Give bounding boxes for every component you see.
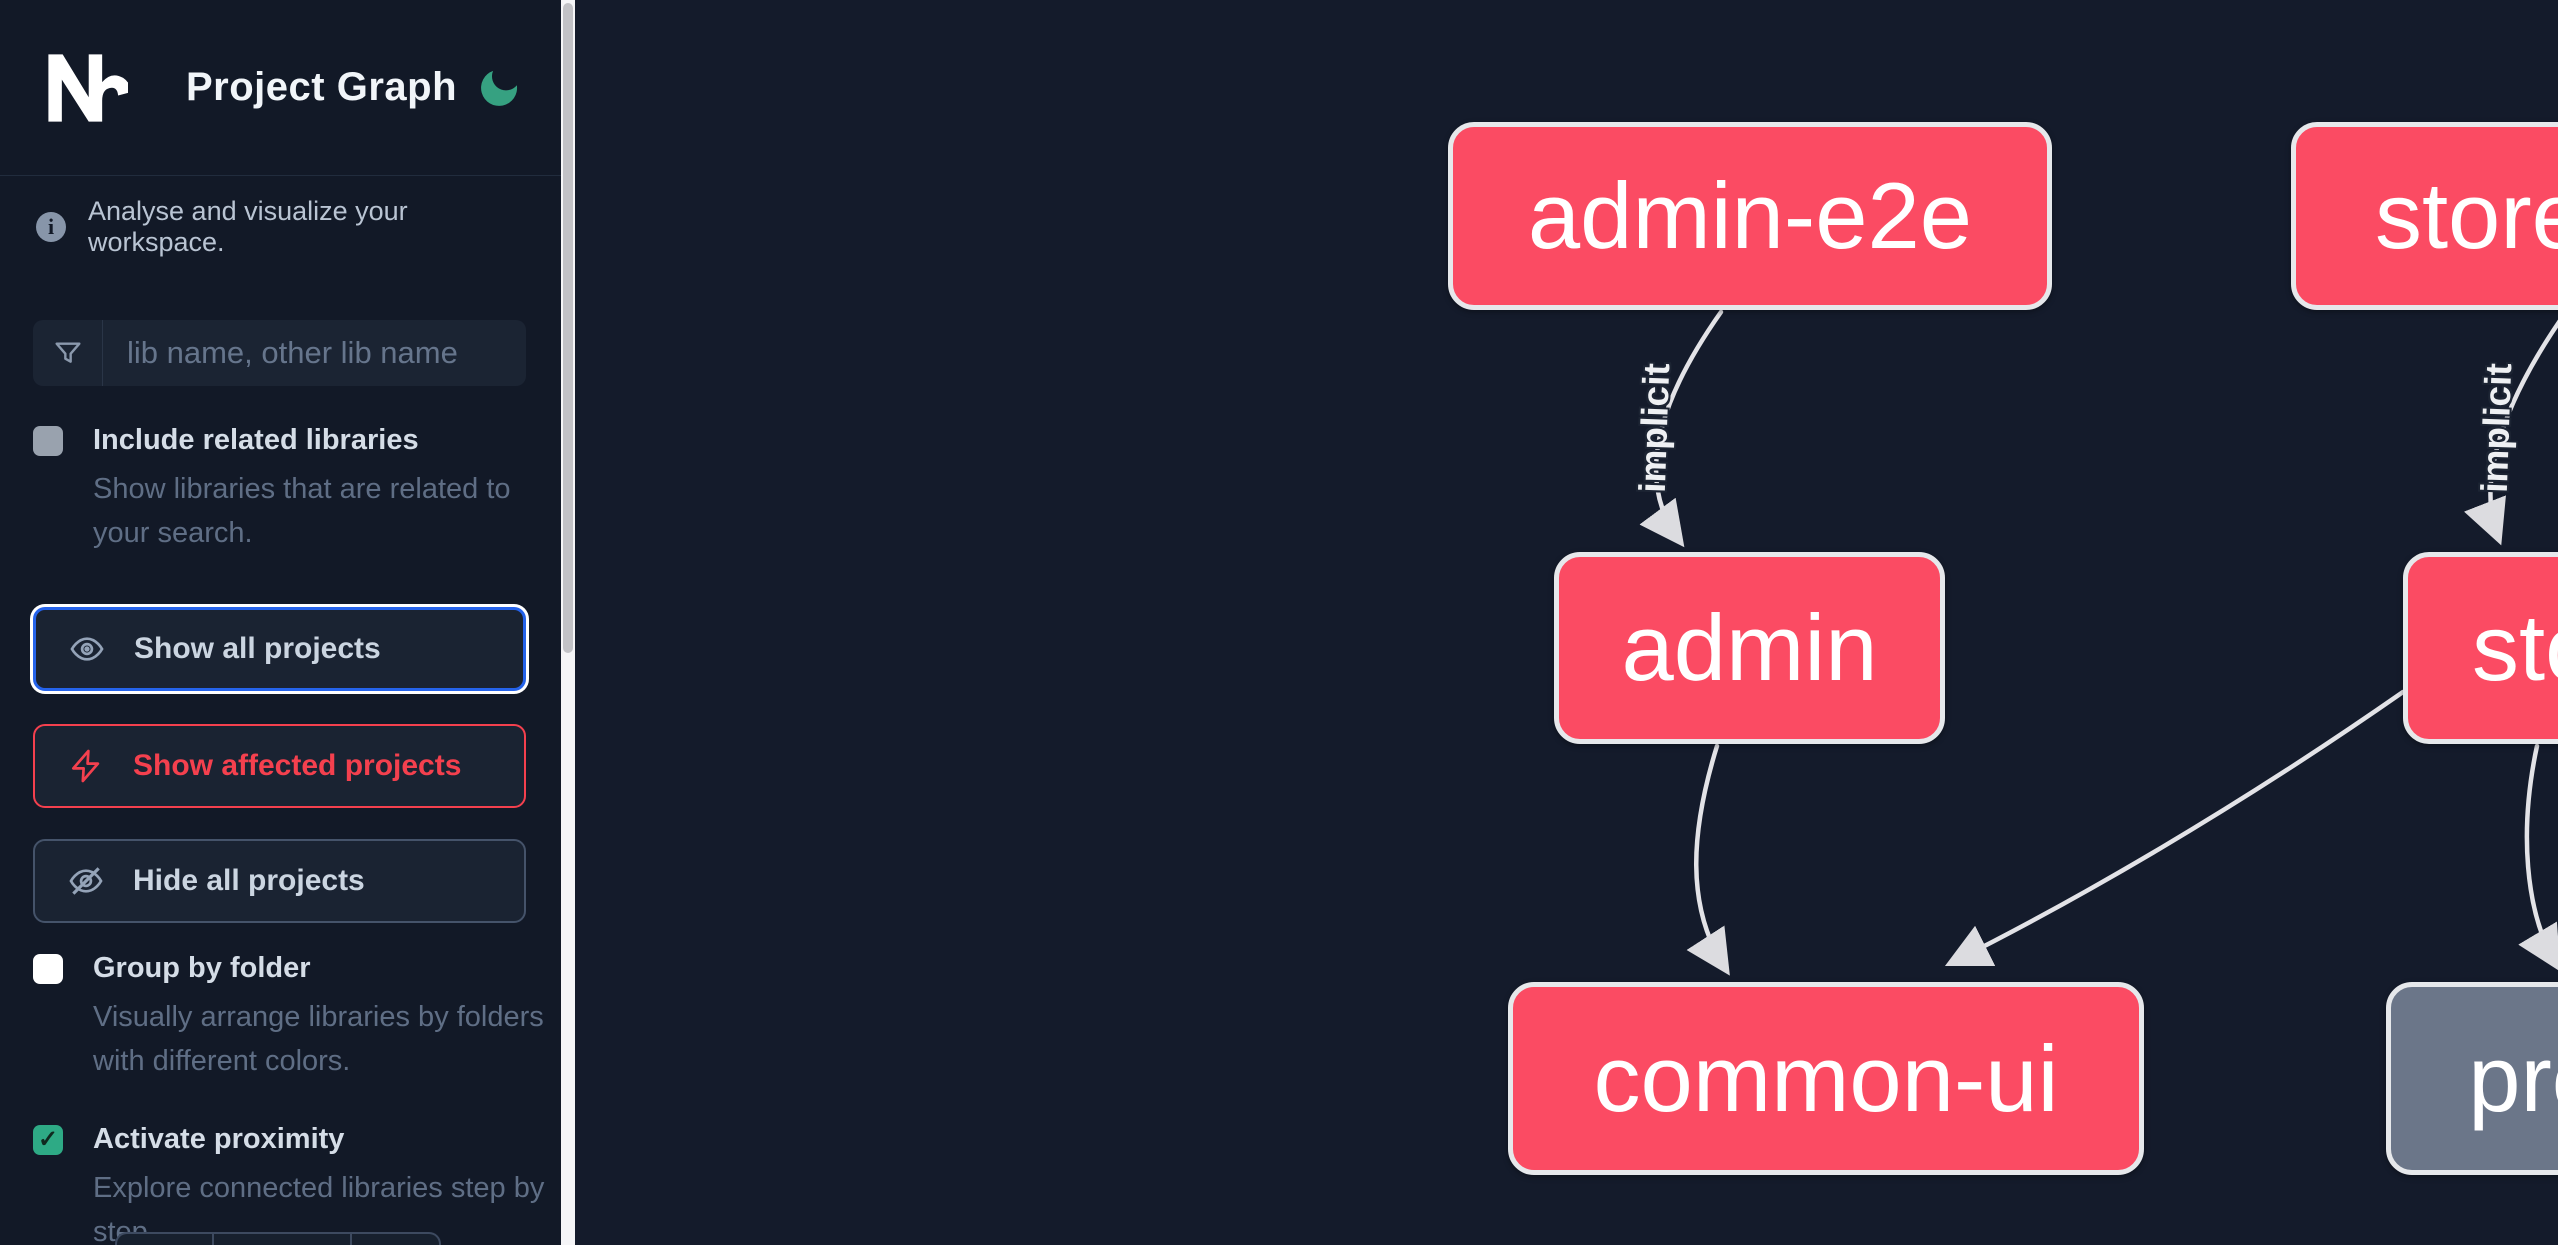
moon-icon <box>481 70 518 106</box>
graph-node-common-ui[interactable]: common-ui <box>1508 982 2144 1175</box>
sidebar-scrollbar-thumb[interactable] <box>563 3 573 653</box>
node-label: admin <box>1621 595 1878 700</box>
edge-store-products <box>2518 743 2558 972</box>
edge-admin-common-ui <box>1686 743 1730 976</box>
checkbox-activate-proximity-label[interactable]: Activate proximity <box>93 1123 345 1155</box>
edge-store-common-ui <box>1944 689 2406 967</box>
hide-all-projects-button[interactable]: Hide all projects <box>33 839 526 923</box>
node-label: common-ui <box>1593 1025 2059 1131</box>
show-all-projects-label: Show all projects <box>134 632 381 665</box>
node-label: store <box>2472 595 2558 700</box>
page-title: Project Graph <box>186 65 458 109</box>
node-label: products <box>2468 1025 2558 1131</box>
proximity-stepper-control <box>115 1232 441 1245</box>
stepper-segment-right[interactable] <box>350 1234 439 1245</box>
checkbox-group-by-folder: Group by folder Visually arrange librari… <box>33 952 544 1083</box>
info-icon: i <box>36 212 66 242</box>
show-all-projects-button[interactable]: Show all projects <box>33 607 526 691</box>
eye-off-icon <box>69 867 103 895</box>
sidebar: Project Graph i Analyse and visualize yo… <box>0 0 561 1245</box>
checkbox-include-related-label[interactable]: Include related libraries <box>93 424 419 456</box>
edge-label-implicit: implicit <box>1631 362 1678 494</box>
checkbox-include-related: Include related libraries Show libraries… <box>33 424 533 555</box>
stepper-segment-middle[interactable] <box>212 1234 350 1245</box>
checkbox-include-related-box[interactable] <box>33 425 63 456</box>
graph-node-admin-e2e[interactable]: admin-e2e <box>1448 122 2052 310</box>
tagline-row: i Analyse and visualize your workspace. <box>36 196 536 258</box>
hide-all-projects-label: Hide all projects <box>133 864 365 897</box>
checkbox-group-by-folder-box[interactable] <box>33 953 63 984</box>
show-affected-projects-button[interactable]: Show affected projects <box>33 724 526 808</box>
node-label: admin-e2e <box>1527 163 1973 268</box>
funnel-icon <box>33 320 103 386</box>
search-box <box>33 320 526 386</box>
show-affected-projects-label: Show affected projects <box>133 749 462 782</box>
bolt-icon <box>71 749 100 783</box>
checkbox-activate-proximity-box[interactable]: ✓ <box>33 1124 63 1155</box>
sidebar-scrollbar-track <box>561 0 575 1245</box>
tagline-text: Analyse and visualize your workspace. <box>88 196 408 257</box>
stepper-segment-left[interactable] <box>117 1234 212 1245</box>
eye-icon <box>70 637 104 661</box>
node-label: store-e2e <box>2374 163 2558 268</box>
search-input[interactable] <box>103 320 526 386</box>
sidebar-header: Project Graph <box>0 0 561 176</box>
nx-logo <box>48 53 128 122</box>
graph-node-store-e2e[interactable]: store-e2e <box>2291 122 2558 310</box>
graph-node-products[interactable]: products <box>2386 982 2558 1175</box>
edge-label-implicit: implicit <box>2473 362 2520 494</box>
checkbox-include-related-description: Show libraries that are related to your … <box>93 473 511 549</box>
graph-node-admin[interactable]: admin <box>1554 552 1945 744</box>
graph-node-store[interactable]: store <box>2403 552 2558 744</box>
checkbox-activate-proximity: ✓ Activate proximity Explore connected l… <box>33 1123 544 1245</box>
graph-canvas[interactable]: implicit implicit admin-e2e store-e2e ad… <box>575 0 2558 1245</box>
checkbox-group-by-folder-description: Visually arrange libraries by folders wi… <box>93 1001 544 1077</box>
checkbox-group-by-folder-label[interactable]: Group by folder <box>93 952 311 984</box>
theme-toggle-button[interactable] <box>473 62 525 114</box>
